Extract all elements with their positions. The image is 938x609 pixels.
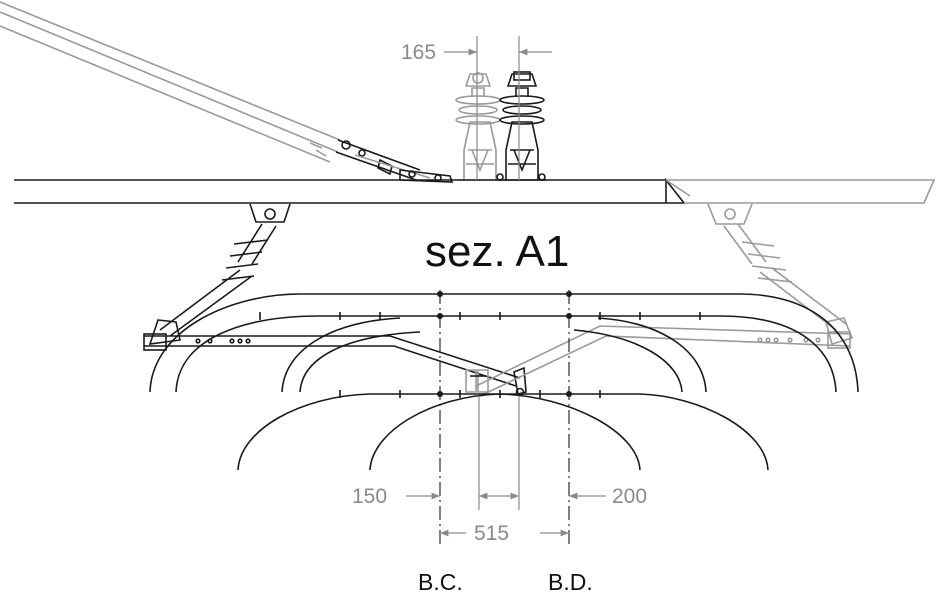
cantilever-gray: [475, 325, 851, 397]
dimension-lines: [406, 48, 606, 537]
insulator-dark: [496, 71, 546, 181]
insulator-gray: [455, 72, 501, 181]
inclined-boom: [0, 1, 454, 183]
dimension-left-offset: 150: [352, 485, 387, 508]
wire-bottom: [237, 390, 769, 471]
dimension-span: 515: [474, 522, 509, 545]
right-suspension-insulator: [707, 203, 854, 346]
axis-label-right: B.D.: [548, 569, 593, 595]
dimension-right-offset: 200: [612, 485, 647, 508]
dimension-top-offset: 165: [401, 41, 436, 64]
axis-label-left: B.C.: [418, 569, 463, 595]
cantilever-dark: [143, 333, 527, 395]
section-title: sez. A1: [425, 227, 569, 276]
main-beam: [14, 177, 936, 204]
reference-axes: [439, 36, 570, 548]
wire-top: [149, 291, 859, 393]
left-suspension-insulator: [148, 203, 291, 345]
